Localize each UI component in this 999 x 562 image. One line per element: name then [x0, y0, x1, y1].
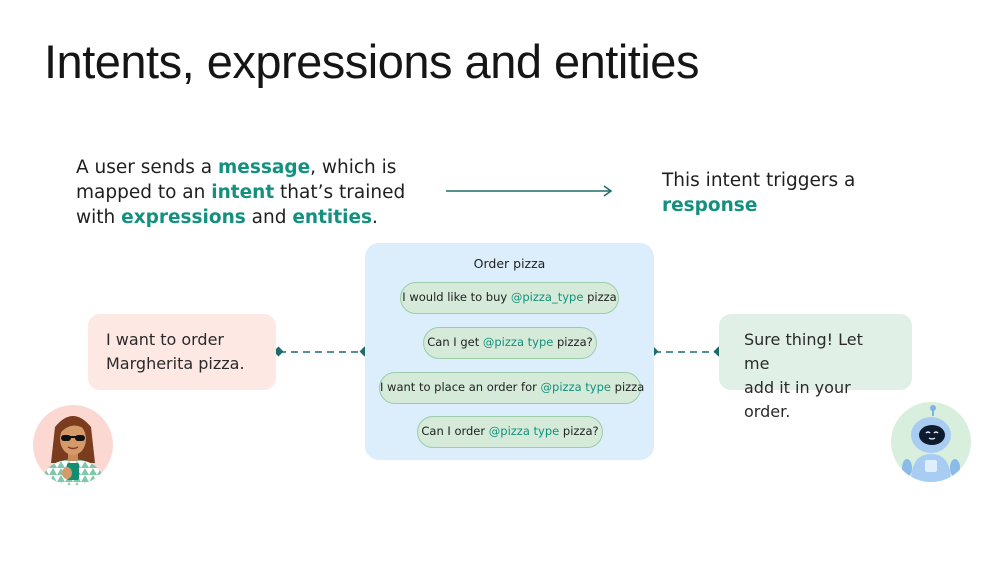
bot-message-line: add it in your order. [744, 378, 851, 421]
response-text-part: This intent triggers a [662, 170, 856, 191]
intent-to-bot-connector [648, 346, 724, 357]
user-message-line: I want to order [106, 330, 225, 349]
entity-tag: @pizza type [488, 424, 560, 438]
expression-text: Can I order [421, 424, 489, 438]
intro-text-part: that’s trained with [76, 182, 406, 228]
message-keyword: message [218, 157, 311, 178]
expression-text: pizza? [559, 424, 599, 438]
intro-text-part: . [372, 207, 378, 228]
bot-message-line: Sure thing! Let me [744, 330, 863, 373]
intro-text-part: and [245, 207, 293, 228]
expression-text: I want to place an order for [380, 380, 541, 394]
intro-text-part: , which is mapped to an [76, 157, 397, 203]
expression-pill: I would like to buy @pizza_type pizza [400, 282, 619, 314]
robot-avatar-icon [891, 402, 971, 482]
user-message-bubble: I want to order Margherita pizza. [88, 314, 276, 390]
entity-tag: @pizza_type [510, 290, 584, 304]
expressions-keyword: expressions [121, 207, 246, 228]
expression-text: pizza [583, 290, 617, 304]
page-title: Intents, expressions and entities [44, 35, 699, 88]
intro-text-part: A user sends a [76, 157, 218, 178]
intent-keyword: intent [211, 182, 275, 203]
response-text: This intent triggers a response [662, 168, 892, 218]
user-message-line: Margherita pizza. [106, 354, 245, 373]
response-keyword: response [662, 195, 758, 216]
expression-pill: Can I order @pizza type pizza? [417, 416, 603, 448]
intent-panel: Order pizza I would like to buy @pizza_t… [365, 243, 654, 460]
intro-text: A user sends a message, which is mapped … [76, 155, 426, 230]
entity-tag: @pizza type [540, 380, 611, 394]
woman-with-sunglasses-avatar-icon [33, 405, 113, 485]
entities-keyword: entities [292, 207, 373, 228]
expression-text: pizza [611, 380, 645, 394]
expression-text: pizza? [553, 335, 593, 349]
intent-name: Order pizza [473, 256, 546, 271]
expression-pill: I want to place an order for @pizza type… [379, 372, 645, 404]
flow-arrow [446, 185, 613, 197]
user-to-intent-connector [273, 346, 370, 357]
entity-tag: @pizza type [482, 335, 554, 349]
bot-message-bubble: Sure thing! Let me add it in your order. [719, 314, 912, 421]
expression-text: Can I get [427, 335, 483, 349]
expression-text: I would like to buy [402, 290, 511, 304]
expression-pill: Can I get @pizza type pizza? [423, 327, 597, 359]
